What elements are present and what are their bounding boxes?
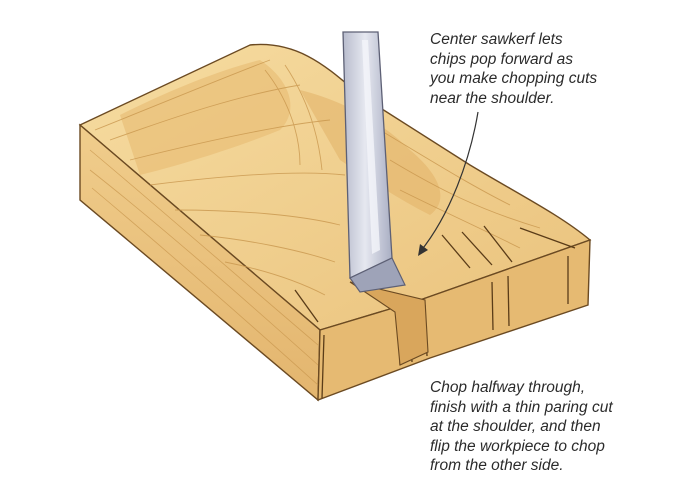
chisel [342,31,406,293]
groove-hollow-left [120,60,291,175]
callout-chop-line: from the other side. [430,457,564,474]
callout-sawkerf-line: Center sawkerf lets [430,31,563,48]
callout-chop-line: Chop halfway through, [430,379,586,396]
chisel-highlight [362,40,380,254]
wood-grain-front [89,149,319,386]
saw-kerfs-top [294,225,576,323]
chisel-edge [349,257,406,293]
callout-chop-halfway: Chop halfway through, finish with a thin… [430,378,613,476]
leader-arrowhead [418,244,428,256]
callout-sawkerf-line: chips pop forward as [430,50,574,68]
callout-chop-line: flip the workpiece to chop [430,437,605,455]
callout-chop-line: at the shoulder, and then [430,418,601,435]
callout-center-sawkerf: Center sawkerf lets chips pop forward as… [430,30,597,108]
callout-sawkerf-line: near the shoulder. [430,89,555,107]
callout-sawkerf-line: you make chopping cuts [430,70,598,87]
wood-grain-top [94,59,541,296]
chopped-notch [349,281,429,366]
leader-line-sawkerf [419,111,479,253]
callout-chop-line: finish with a thin paring cut [430,398,613,416]
